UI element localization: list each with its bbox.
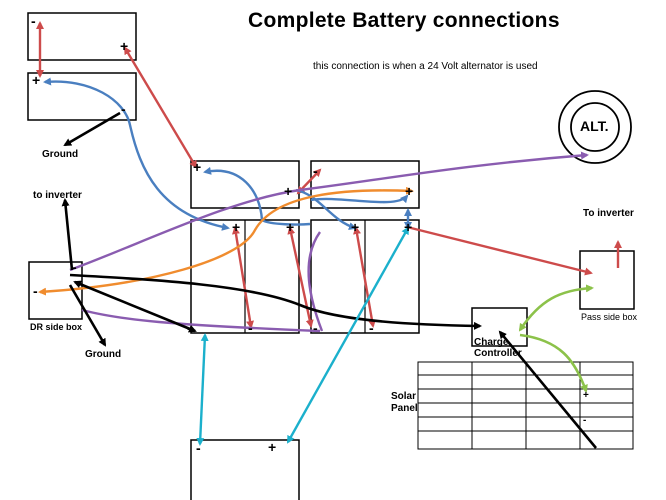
pass-side-box <box>579 250 635 310</box>
solar-panel-label-1: Solar <box>391 391 417 402</box>
terminal-minus: - <box>72 259 77 275</box>
terminal-plus: + <box>405 183 414 199</box>
diagram-title: Complete Battery connections <box>248 9 560 32</box>
terminal-minus: - <box>33 283 38 299</box>
solar-panel-label-2: Panel <box>391 403 418 414</box>
terminal-minus: - <box>369 320 374 336</box>
terminal-plus: + <box>404 219 413 235</box>
battery-center-left-top <box>190 160 300 209</box>
dr-side-box-label: DR side box <box>30 322 83 332</box>
terminal-plus: + <box>32 72 41 88</box>
ground-label-bottom: Ground <box>85 349 122 360</box>
terminal-minus: - <box>248 320 253 336</box>
terminal-plus: + <box>284 183 293 199</box>
charge-controller-label-2: Controller <box>474 348 522 359</box>
solar-panel-grid <box>417 361 634 450</box>
terminal-minus: - <box>583 415 587 426</box>
terminal-minus: - <box>313 163 318 179</box>
terminal-plus: + <box>232 219 241 235</box>
ground-label-top: Ground <box>42 149 79 160</box>
cyan-wires <box>196 226 410 446</box>
terminal-minus: - <box>187 320 192 336</box>
alternator-circle <box>558 90 632 164</box>
terminal-plus: + <box>268 439 277 455</box>
bottom-battery-box <box>190 439 300 500</box>
alternator-label: ALT. <box>580 118 609 134</box>
battery-top-left-upper <box>27 12 137 61</box>
purple-wires <box>69 151 589 333</box>
charge-controller-label-1: Charge <box>474 337 509 348</box>
black-wires <box>61 111 598 449</box>
green-wires <box>518 284 594 393</box>
blue-wires <box>43 77 412 231</box>
terminal-minus: - <box>196 440 201 456</box>
to-inverter-label-left: to inverter <box>33 190 82 201</box>
terminal-plus: + <box>193 159 202 175</box>
diagram-subtitle: this connection is when a 24 Volt altern… <box>313 61 538 72</box>
terminal-plus: + <box>120 38 129 54</box>
battery-center-left-bottom <box>190 219 300 334</box>
terminal-minus: - <box>121 101 126 117</box>
pass-side-box-label: Pass side box <box>581 312 638 322</box>
to-inverter-label-right: To inverter <box>583 208 634 219</box>
terminal-minus: - <box>31 13 36 29</box>
terminal-plus: + <box>583 390 589 401</box>
terminal-minus: - <box>313 320 318 336</box>
terminal-plus: + <box>351 219 360 235</box>
terminal-plus: + <box>286 219 295 235</box>
